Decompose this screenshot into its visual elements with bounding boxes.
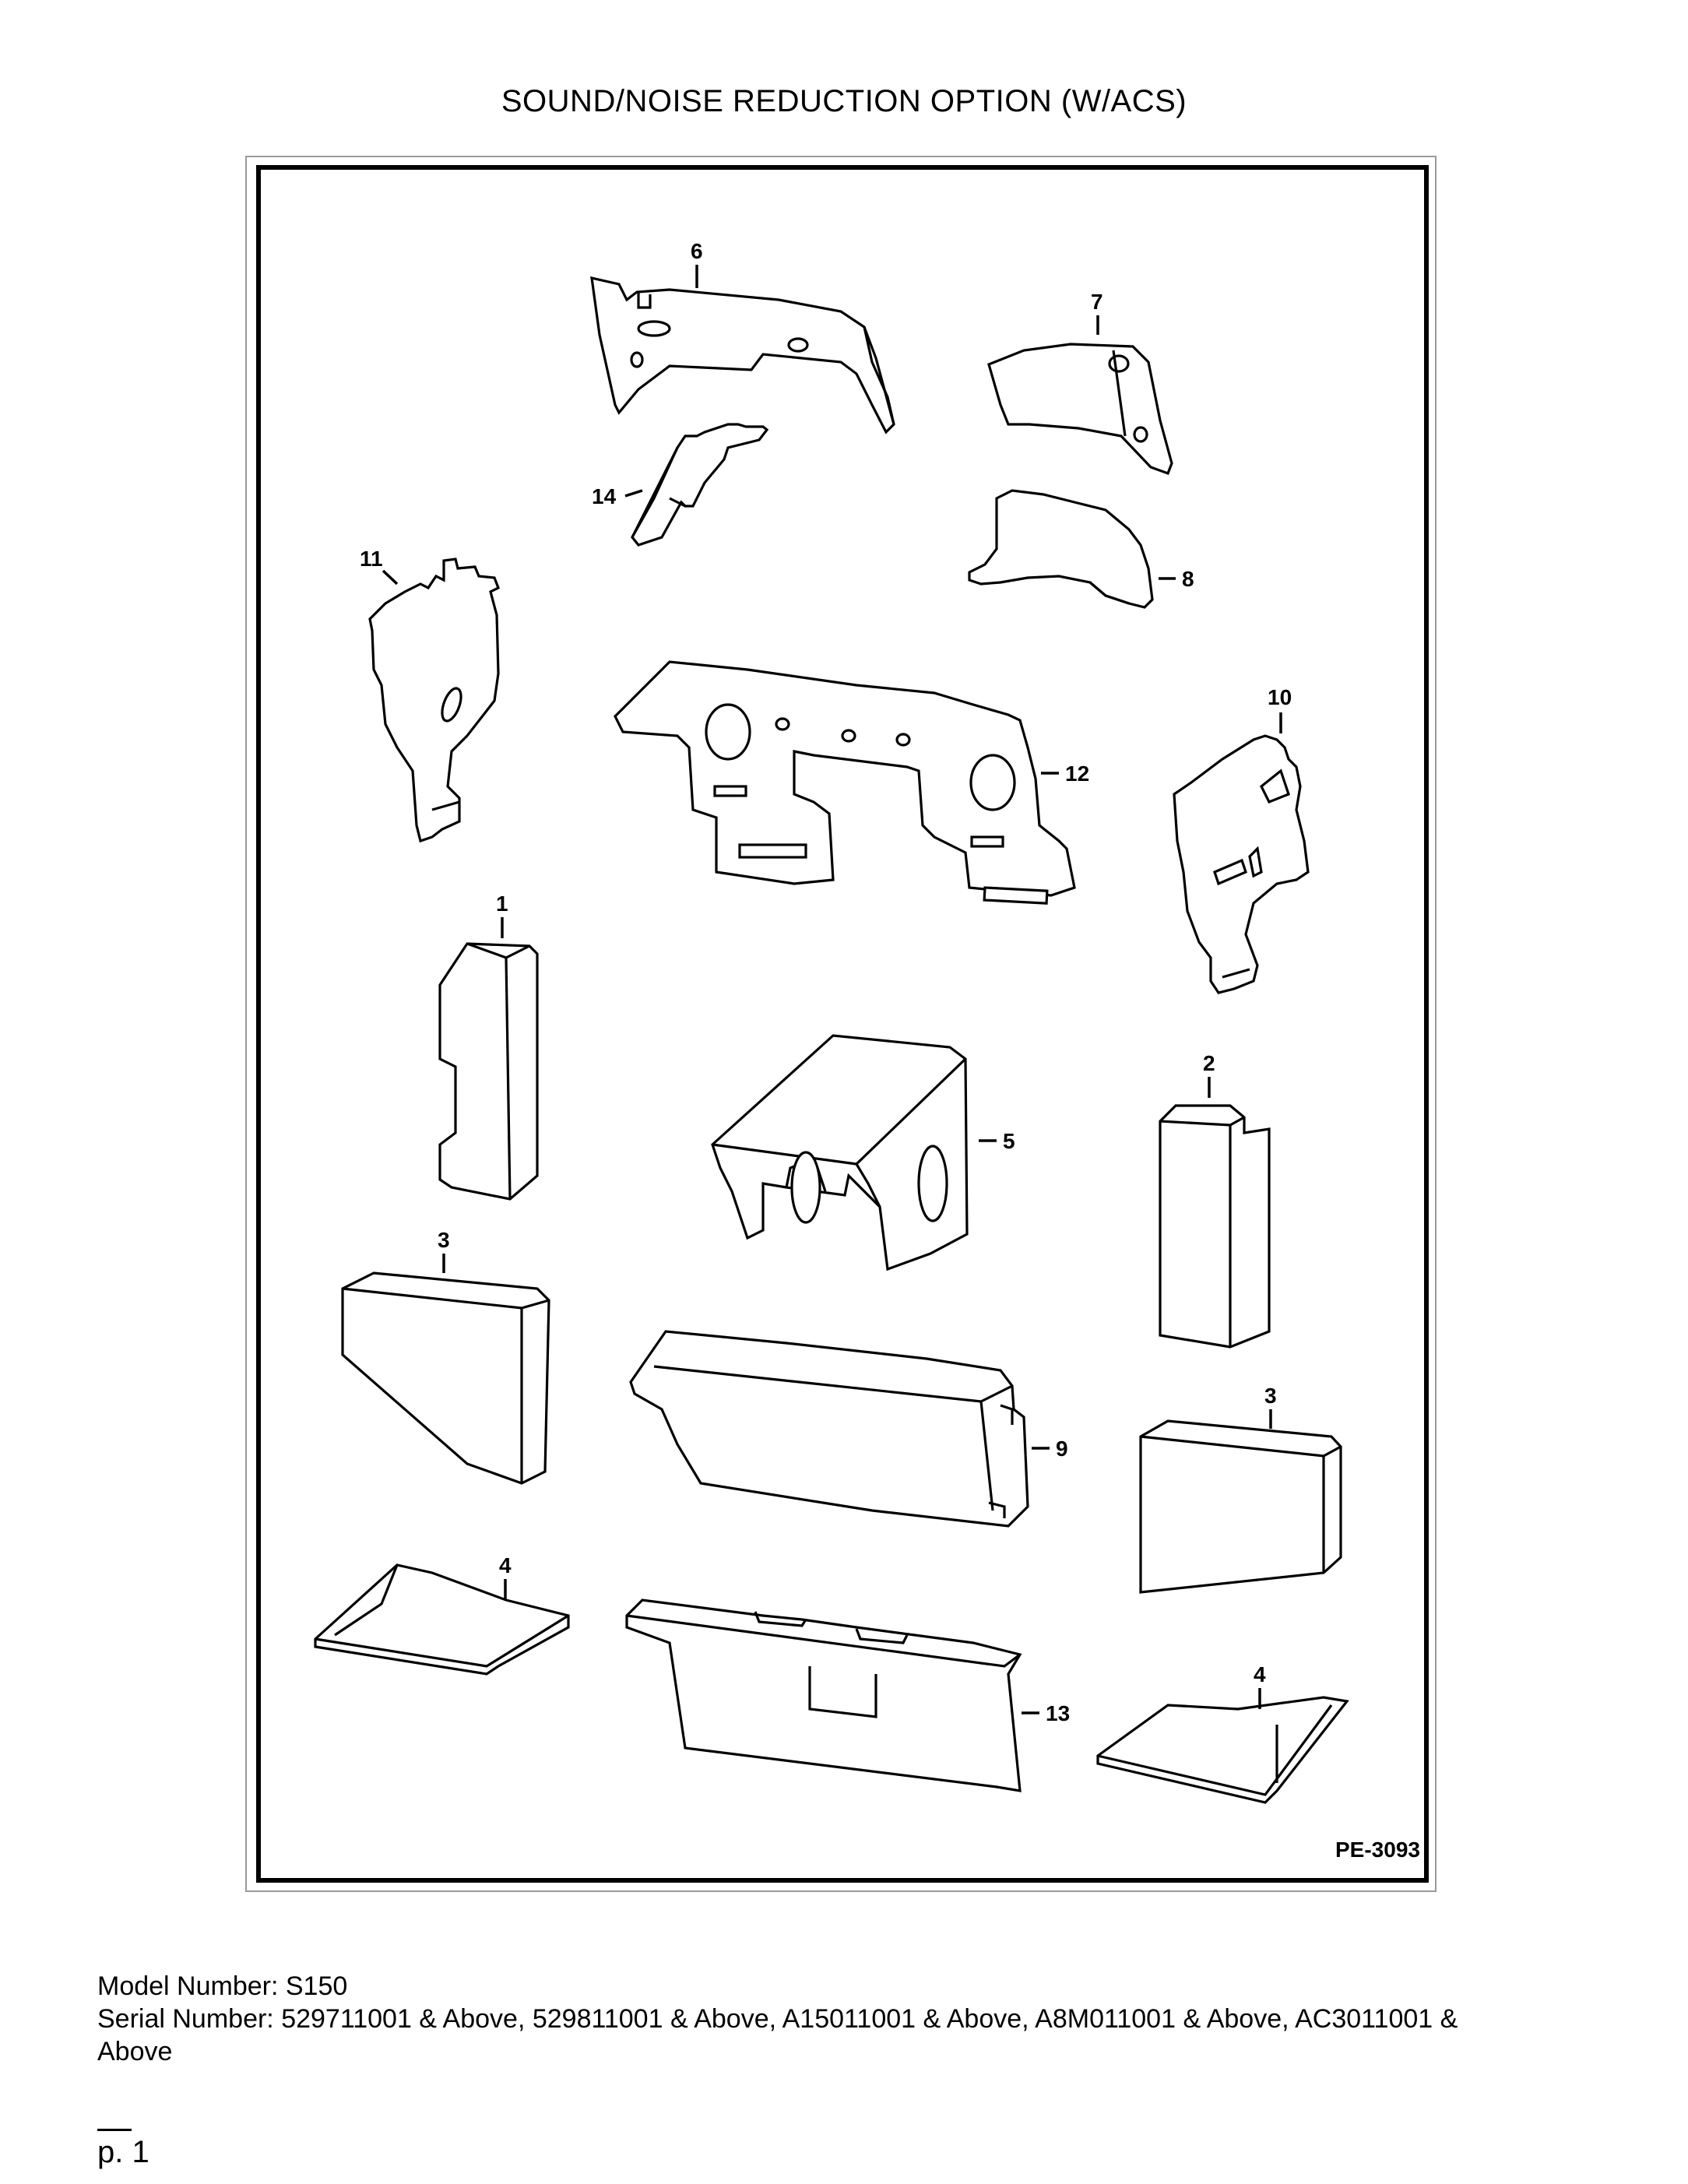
part-4-right	[1096, 1696, 1349, 1804]
callout-numbers: 6 7 14 8 11 10 12 1 2 5 3 9 3 4 13 4	[360, 239, 1292, 1725]
callout-2: 2	[1203, 1051, 1215, 1075]
part-11	[368, 557, 501, 843]
callout-14: 14	[592, 484, 617, 508]
part-3-left	[341, 1271, 550, 1485]
page-divider	[97, 2129, 132, 2131]
callout-4-left: 4	[499, 1553, 512, 1577]
callout-10: 10	[1268, 685, 1292, 709]
callout-3-left: 3	[438, 1228, 450, 1252]
footer-serial-number-cont: Above	[97, 2037, 173, 2066]
callout-9: 9	[1056, 1437, 1068, 1461]
figure-reference: PE-3093	[1335, 1838, 1420, 1862]
part-3-right	[1139, 1419, 1342, 1594]
callout-6: 6	[691, 239, 703, 263]
footer-model-number: Model Number: S150	[97, 1971, 348, 2001]
part-9	[629, 1330, 1029, 1528]
callout-12: 12	[1065, 761, 1089, 786]
part-1	[438, 942, 539, 1201]
page-number: p. 1	[97, 2135, 149, 2169]
callout-13: 13	[1046, 1701, 1070, 1725]
part-8	[968, 489, 1154, 609]
callout-5: 5	[1003, 1129, 1015, 1153]
callout-3-right: 3	[1264, 1384, 1277, 1408]
callout-11: 11	[360, 547, 383, 571]
part-6	[590, 276, 895, 434]
page-title: SOUND/NOISE REDUCTION OPTION (W/ACS)	[501, 84, 1187, 118]
part-2	[1159, 1104, 1271, 1349]
part-13	[625, 1598, 1022, 1792]
callout-leaders	[382, 265, 1282, 1714]
part-5	[711, 1034, 969, 1271]
callout-4-right: 4	[1254, 1662, 1266, 1686]
footer-serial-number: Serial Number: 529711001 & Above, 529811…	[97, 2004, 1458, 2034]
callout-1: 1	[496, 892, 508, 916]
part-10	[1173, 734, 1310, 994]
part-12	[614, 660, 1076, 905]
callout-8: 8	[1182, 567, 1194, 591]
callout-7: 7	[1091, 290, 1103, 314]
part-4-left	[314, 1563, 570, 1676]
part-14	[631, 423, 769, 547]
part-7	[987, 343, 1173, 476]
diagram-border	[256, 165, 1429, 1883]
